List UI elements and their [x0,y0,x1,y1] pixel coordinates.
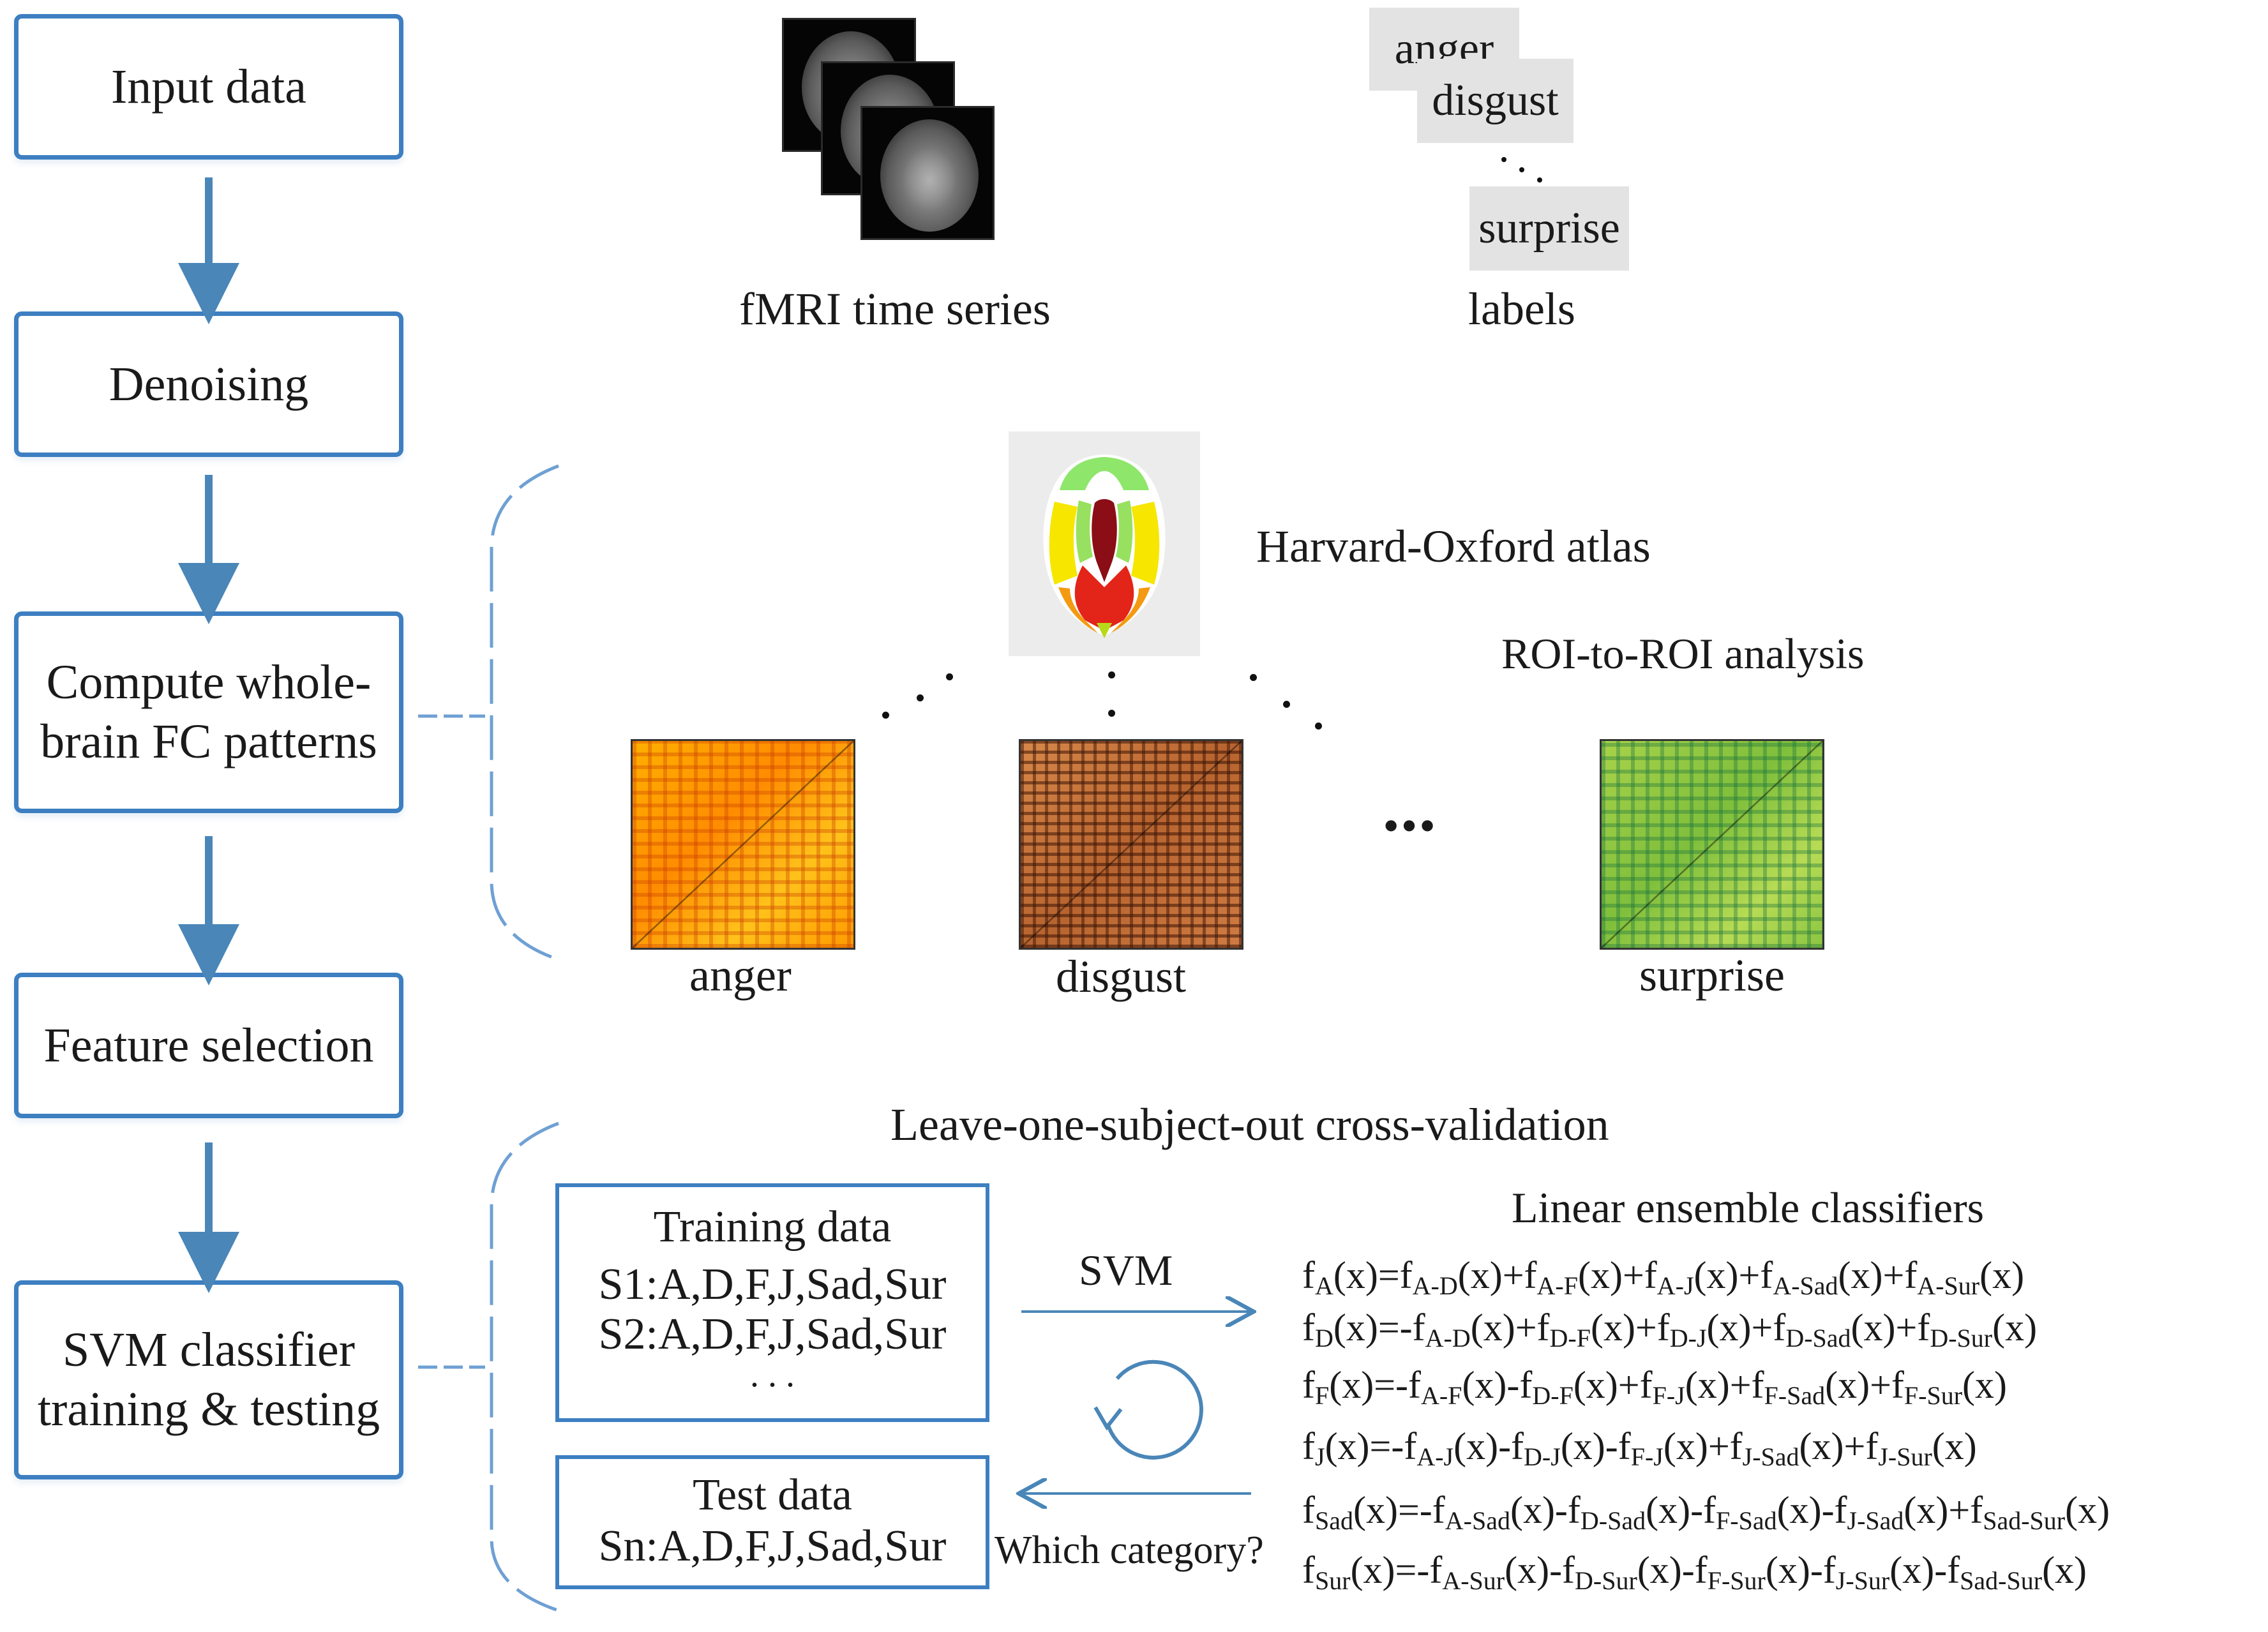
equation-subscript: D-F [1532,1381,1573,1410]
label-tag-surprise-text: surprise [1478,204,1620,253]
fc-dot-8 [1315,722,1322,730]
equation-subscript: F-Sur [1904,1381,1963,1410]
test-data-box: Test data Sn:A,D,F,J,Sad,Sur [555,1455,989,1589]
equation-subscript: Sur [1314,1566,1351,1595]
equation-subscript: D-Sur [1575,1566,1637,1595]
bracket-fc [490,464,562,962]
step-denoising: Denoising [14,311,403,457]
equation-subscript: J-Sad [1847,1506,1904,1535]
fc-dot-7 [1283,701,1290,708]
labels-caption: labels [1468,283,1575,334]
step-svm-classifier: SVM classifier training & testing [14,1280,403,1479]
equation-fSur: fSur(x)=-fA-Sur(x)-fD-Sur(x)-fF-Sur(x)-f… [1302,1549,2087,1595]
roi-label: ROI-to-ROI analysis [1501,629,1865,678]
fc-dot-2 [917,694,924,701]
equation-subscript: Sad-Sur [1983,1506,2066,1535]
equation-subscript: A-F [1421,1381,1462,1410]
step-feature-selection: Feature selection [14,973,403,1118]
training-ellipsis: . . . [750,1355,795,1395]
fc-ellipsis: ••• [1384,803,1439,848]
step-svm-line2: training & testing [37,1382,380,1436]
atlas-label: Harvard-Oxford atlas [1256,521,1651,572]
equation-subscript: F-Sad [1716,1506,1777,1535]
fmri-slice-3 [860,106,995,240]
which-category-label: Which category? [995,1529,1264,1572]
equation-fA: fA(x)=fA-D(x)+fA-F(x)+fA-J(x)+fA-Sad(x)+… [1302,1254,2025,1300]
equation-subscript: Sad-Sur [1960,1566,2043,1595]
step-denoising-label: Denoising [109,357,309,411]
equation-subscript: D-J [1669,1324,1707,1352]
cv-title: Leave-one-subject-out cross-validation [890,1099,1609,1150]
equation-subscript: F-Sad [1764,1381,1826,1410]
atlas-image [1009,431,1200,656]
equation-subscript: Sad [1314,1506,1353,1535]
matrix-label-disgust: disgust [1056,951,1187,1002]
matrix-label-surprise: surprise [1639,950,1785,1001]
equation-subscript: A-D [1425,1324,1471,1352]
equation-subscript: F-J [1652,1381,1685,1410]
labels-dot-3 [1537,177,1542,183]
equation-subscript: D-Sad [1580,1506,1646,1535]
test-sn: Sn:A,D,F,J,Sad,Sur [598,1522,947,1571]
equation-subscript: D-Sur [1930,1324,1993,1352]
equation-subscript: J [1314,1442,1325,1471]
equation-subscript: A-D [1412,1271,1458,1300]
fc-dot-1 [946,673,953,680]
equation-subscript: D [1314,1324,1333,1352]
equation-subscript: J-Sur [1878,1442,1932,1471]
matrix-label-anger: anger [689,950,792,1001]
equation-fSad: fSad(x)=-fA-Sad(x)-fD-Sad(x)-fF-Sad(x)-f… [1302,1489,2110,1535]
step-input-data: Input data [14,14,403,160]
fmri-label: fMRI time series [739,283,1051,334]
equation-fJ: fJ(x)=-fA-J(x)-fD-J(x)-fF-J(x)+fJ-Sad(x)… [1302,1425,1977,1471]
labels-dot-1 [1501,157,1506,162]
training-s2: S2:A,D,F,J,Sad,Sur [598,1310,947,1359]
step-svm-line1: SVM classifier [62,1323,356,1377]
training-s1: S1:A,D,F,J,Sad,Sur [598,1260,947,1309]
equation-subscript: F-J [1630,1442,1663,1471]
atlas-brain-slice [1043,454,1166,638]
equation-subscript: D-F [1549,1324,1591,1352]
equation-subscript: A-J [1416,1442,1454,1471]
label-tag-disgust-text: disgust [1432,76,1559,125]
equation-subscript: A [1314,1271,1333,1300]
step-fc-line2: brain FC patterns [40,715,377,768]
ensemble-title: Linear ensemble classifiers [1512,1183,1985,1232]
test-title: Test data [693,1471,852,1520]
fc-dot-4 [1108,671,1115,678]
training-data-box: Training data S1:A,D,F,J,Sad,Sur S2:A,D,… [555,1183,989,1422]
step-compute-fc: Compute whole- brain FC patterns [14,611,403,813]
fc-dot-3 [882,712,889,719]
svm-label: SVM [1079,1246,1173,1294]
equation-subscript: A-Sur [1442,1566,1505,1595]
equation-fF: fF(x)=-fA-F(x)-fD-F(x)+fF-J(x)+fF-Sad(x)… [1302,1364,2007,1410]
equation-subscript: F-Sur [1707,1566,1766,1595]
equation-subscript: A-F [1536,1271,1578,1300]
bracket-svm [490,1121,562,1613]
step-feature-label: Feature selection [43,1018,374,1072]
equation-subscript: F [1314,1381,1330,1410]
cycle-icon [1093,1359,1203,1460]
fc-matrix-disgust [1019,739,1243,950]
equation-subscript: A-Sad [1445,1506,1510,1535]
equation-subscript: A-Sad [1773,1271,1838,1300]
equation-subscript: J-Sur [1835,1566,1890,1595]
equation-fD: fD(x)=-fA-D(x)+fD-F(x)+fD-J(x)+fD-Sad(x)… [1302,1306,2038,1352]
labels-dot-2 [1519,167,1524,172]
step-input-label: Input data [110,59,306,114]
equation-subscript: D-J [1524,1442,1561,1471]
fc-matrix-anger [631,739,855,950]
equation-subscript: A-Sur [1917,1271,1980,1300]
step-fc-line1: Compute whole- [46,655,372,710]
training-title: Training data [653,1202,892,1252]
equation-subscript: J-Sad [1742,1442,1799,1471]
fc-dot-5 [1108,710,1115,717]
label-tag-disgust: disgust [1417,59,1573,143]
fc-dot-6 [1250,674,1257,681]
label-tag-surprise: surprise [1469,186,1629,271]
fc-matrix-surprise [1600,739,1824,950]
equation-subscript: A-J [1656,1271,1694,1300]
equation-subscript: D-Sad [1785,1324,1851,1352]
